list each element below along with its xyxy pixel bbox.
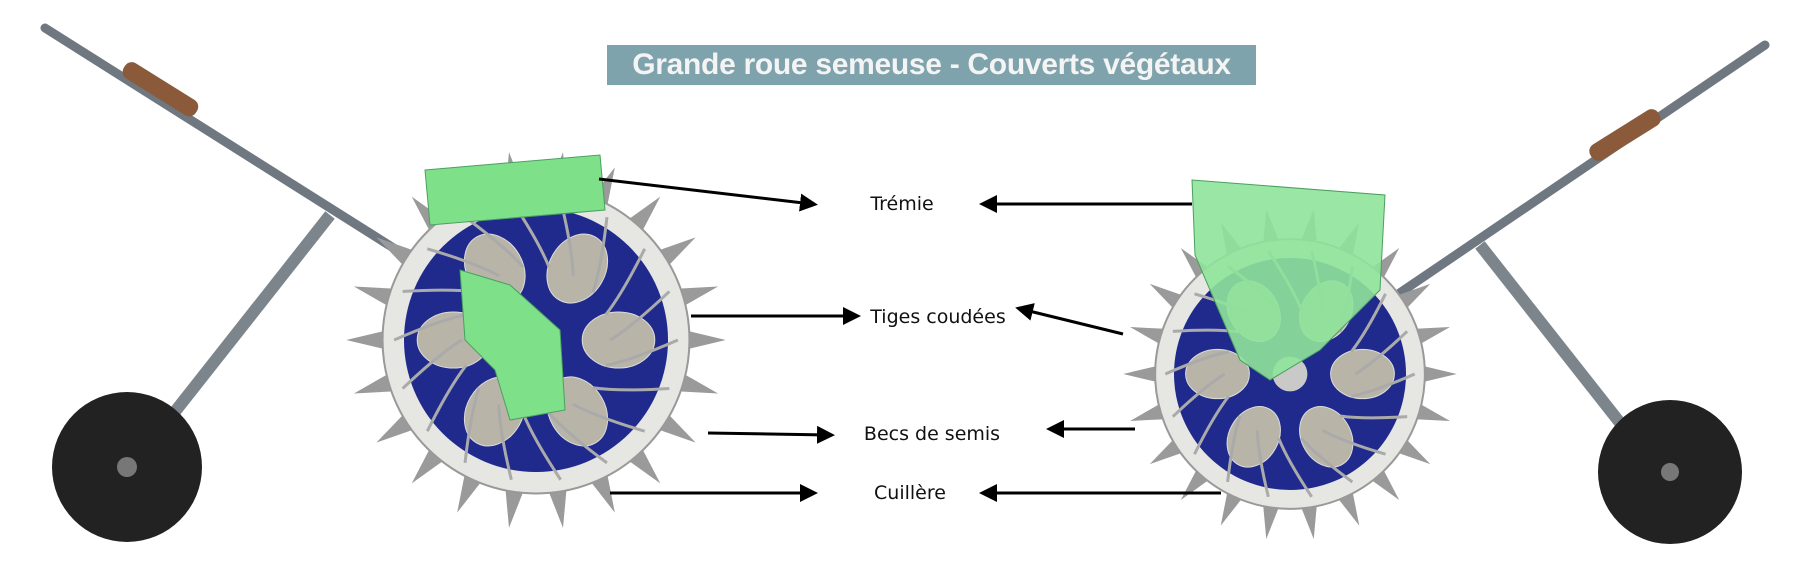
bent-rod — [604, 248, 647, 316]
bent-rod — [497, 404, 513, 481]
seeding-beak — [376, 414, 414, 443]
bent-rod — [572, 403, 646, 433]
arrow-tremie-left — [598, 177, 818, 212]
seeding-beak — [1123, 366, 1157, 382]
bent-rod — [1164, 350, 1230, 376]
seeding-beak — [1130, 327, 1165, 345]
diagram-title: Grande roue semeuse - Couverts végétaux — [607, 45, 1256, 85]
seed-compartment — [1330, 348, 1395, 400]
seed-compartment — [1185, 348, 1250, 400]
right-seeder-photo — [1123, 40, 1770, 544]
bent-rod — [464, 215, 525, 268]
bent-rod — [1339, 414, 1408, 420]
bent-rod — [1226, 415, 1242, 483]
seeding-beak — [687, 330, 726, 350]
bent-rod — [1171, 372, 1226, 418]
arrow-becs-left — [707, 425, 835, 444]
seeding-beak — [1149, 283, 1183, 309]
seeding-beak — [1397, 283, 1431, 309]
seed-compartment — [546, 233, 609, 304]
bent-rod — [463, 387, 481, 464]
seeding-beak — [678, 373, 719, 394]
bent-rod — [1350, 372, 1416, 398]
seed-compartment — [581, 311, 656, 369]
seed-compartment — [1226, 406, 1281, 468]
seeding-beak — [1423, 366, 1457, 382]
bent-rod — [425, 364, 468, 432]
label-becs-de-semis: Becs de semis — [863, 423, 1001, 445]
seeding-beak — [1415, 403, 1450, 421]
bent-rod — [1277, 437, 1313, 498]
seeding-beak — [505, 488, 524, 528]
bent-rod — [1354, 330, 1409, 376]
bent-rod — [393, 313, 467, 342]
seeding-beak — [376, 237, 414, 266]
left-seeder-photo — [40, 23, 726, 542]
label-tremie: Trémie — [870, 193, 934, 215]
seeding-beak — [353, 373, 394, 394]
bent-rod — [1193, 395, 1230, 455]
bent-rod — [1255, 430, 1270, 498]
bent-rod — [591, 216, 609, 293]
bent-rod — [426, 247, 500, 277]
seeding-beak — [658, 237, 696, 266]
bent-rod — [609, 290, 671, 342]
bent-rod — [521, 412, 562, 481]
seeding-beak — [1338, 491, 1360, 526]
seeding-beak — [1415, 327, 1450, 345]
seeding-beak — [1263, 504, 1279, 540]
seeding-beak — [346, 330, 385, 350]
bent-rod — [547, 412, 608, 465]
arrows — [598, 177, 1221, 502]
bent-rod — [605, 338, 679, 367]
seeding-beak — [457, 474, 482, 513]
bent-rod — [401, 338, 463, 390]
seeding-beak — [658, 414, 696, 443]
seeding-beak — [548, 488, 567, 528]
bent-rod — [592, 386, 670, 392]
seeding-beak — [678, 286, 719, 307]
bent-rod — [1350, 293, 1387, 353]
seeding-beak — [1301, 504, 1317, 540]
seeding-beak — [353, 286, 394, 307]
seeding-beak — [1220, 491, 1242, 526]
bent-rod — [1300, 437, 1354, 484]
seeding-beak — [1397, 439, 1431, 465]
bent-rod — [1321, 429, 1386, 456]
seeding-beak — [1149, 439, 1183, 465]
label-cuillere: Cuillère — [874, 482, 946, 504]
arrow-tiges-right — [1015, 303, 1124, 336]
label-tiges-coudees: Tiges coudées — [870, 306, 1006, 328]
seeding-beak — [590, 474, 615, 513]
seeding-beak — [1130, 403, 1165, 421]
